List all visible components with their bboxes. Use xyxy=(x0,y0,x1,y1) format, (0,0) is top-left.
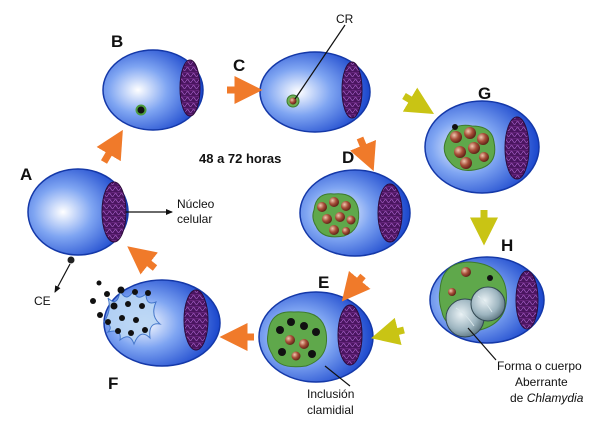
cell-g xyxy=(424,100,540,194)
stage-label-d: D xyxy=(342,148,354,167)
nucleus-a xyxy=(101,181,127,243)
cell-a xyxy=(27,168,129,264)
reticulate-bodies-d xyxy=(317,197,356,235)
cell-c xyxy=(259,51,371,133)
nucleus-label-line2: celular xyxy=(177,212,212,226)
nucleus-c xyxy=(341,61,363,119)
stage-label-f: F xyxy=(108,374,118,393)
aberrant-label-genus: Chlamydia xyxy=(527,391,584,405)
stage-label-e: E xyxy=(318,273,329,292)
aberrant-label-line1: Forma o cuerpo xyxy=(497,359,582,373)
ce-pointer xyxy=(54,263,71,293)
elementary-body-b xyxy=(135,104,147,116)
cell-d xyxy=(299,169,411,257)
nucleus-label-line1: Núcleo xyxy=(177,197,215,211)
inclusion-label-line2: clamidial xyxy=(307,403,354,417)
inclusion-label-line1: Inclusión xyxy=(307,387,354,401)
stage-label-a: A xyxy=(20,165,32,184)
cycle-arrows xyxy=(96,76,498,351)
cr-label: CR xyxy=(336,12,354,26)
stage-label-b: B xyxy=(111,32,123,51)
cell-b xyxy=(102,49,204,131)
cell-h xyxy=(429,256,545,344)
released-bodies-f xyxy=(90,280,151,336)
pointer-lines xyxy=(54,24,497,387)
cr-pointer xyxy=(294,24,346,100)
aberrant-body-2 xyxy=(470,286,506,322)
stage-label-c: C xyxy=(233,56,245,75)
arrow-h-to-e xyxy=(371,317,405,346)
arrow-d-to-e xyxy=(341,270,371,302)
inclusion-pointer xyxy=(324,365,351,387)
elementary-body-a xyxy=(67,256,75,264)
arrow-c-to-g xyxy=(402,87,435,115)
arrow-f-to-a xyxy=(127,246,158,275)
stage-label-g: G xyxy=(478,84,491,103)
cell-e xyxy=(258,291,374,383)
reticulate-bodies-g xyxy=(450,124,489,169)
arrow-a-to-b xyxy=(96,129,123,164)
arrow-c-to-d xyxy=(350,136,376,172)
ce-label: CE xyxy=(34,294,51,308)
aberrant-label-prefix: de xyxy=(510,391,527,405)
stage-label-h: H xyxy=(501,236,513,255)
aberrant-label-line2: Aberrante xyxy=(515,375,568,389)
bodies-e xyxy=(276,318,320,361)
cell-f xyxy=(90,279,221,367)
timing-label: 48 a 72 horas xyxy=(199,151,281,166)
aberrant-label-line3: de Chlamydia xyxy=(510,391,584,405)
aberrant-pointer xyxy=(467,327,497,361)
nucleus-b xyxy=(179,59,201,117)
